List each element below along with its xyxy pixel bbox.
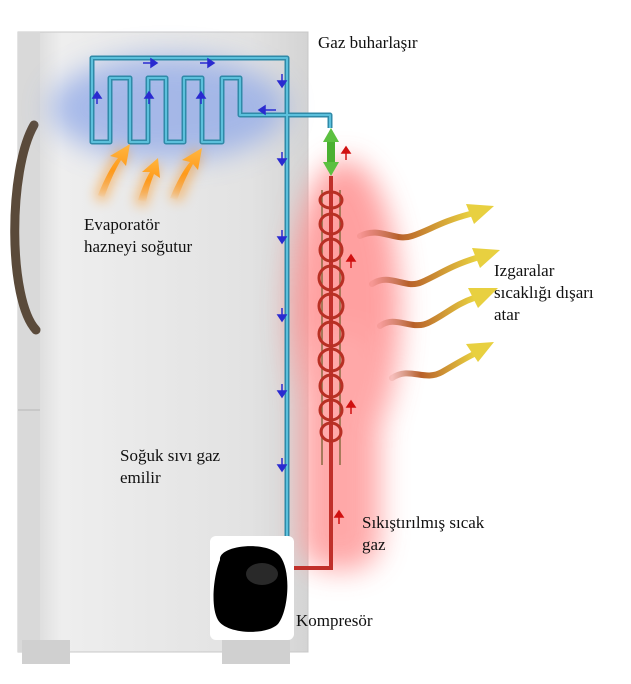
arrow-icon [276, 230, 288, 245]
arrow-up-icon [345, 399, 357, 414]
arrow-icon [200, 57, 216, 69]
arrow-icon [195, 90, 207, 104]
heat-out-arrows [357, 204, 500, 381]
label-gas-evaporates: Gaz buharlaşır [318, 33, 418, 52]
heat-in-arrows-solid [98, 144, 202, 202]
cold-flow-arrows [91, 57, 288, 473]
expansion-valve [323, 128, 339, 176]
wavy-arrow-icon [357, 204, 494, 241]
hot-glow [290, 160, 400, 570]
label-grilles: Izgaralar sıcaklığı dışarı atar [494, 261, 594, 324]
wavy-arrow-icon [369, 248, 500, 287]
compressor [210, 536, 294, 640]
arrow-icon [143, 57, 159, 69]
arrow-icon [143, 90, 155, 104]
arrow-up-icon [333, 509, 345, 524]
door-handle [10, 120, 41, 335]
label-compressor: Kompresör [296, 611, 373, 630]
hot-flow-arrows [333, 145, 357, 524]
arrow-icon [257, 104, 276, 116]
arrow-icon [276, 308, 288, 323]
arrow-up-icon [340, 145, 352, 160]
wavy-arrow-icon [377, 288, 498, 329]
wavy-arrow-icon [389, 342, 494, 381]
arrow-icon [276, 74, 288, 89]
label-compressed-hot-gas: Sıkıştırılmış sıcak gaz [362, 513, 485, 554]
label-evaporator: Evaporatör hazneyi soğutur [84, 215, 193, 256]
arrow-icon [276, 384, 288, 399]
flame-arrow-icon [98, 144, 130, 198]
condenser-coil [317, 190, 345, 465]
arrow-icon [276, 152, 288, 167]
arrow-icon [276, 458, 288, 473]
flame-arrow-icon [170, 148, 202, 200]
arrow-icon [91, 90, 103, 104]
flame-arrow-icon [138, 158, 160, 202]
label-cold-liquid: Soğuk sıvı gaz emilir [120, 446, 221, 487]
arrow-up-icon [345, 253, 357, 268]
